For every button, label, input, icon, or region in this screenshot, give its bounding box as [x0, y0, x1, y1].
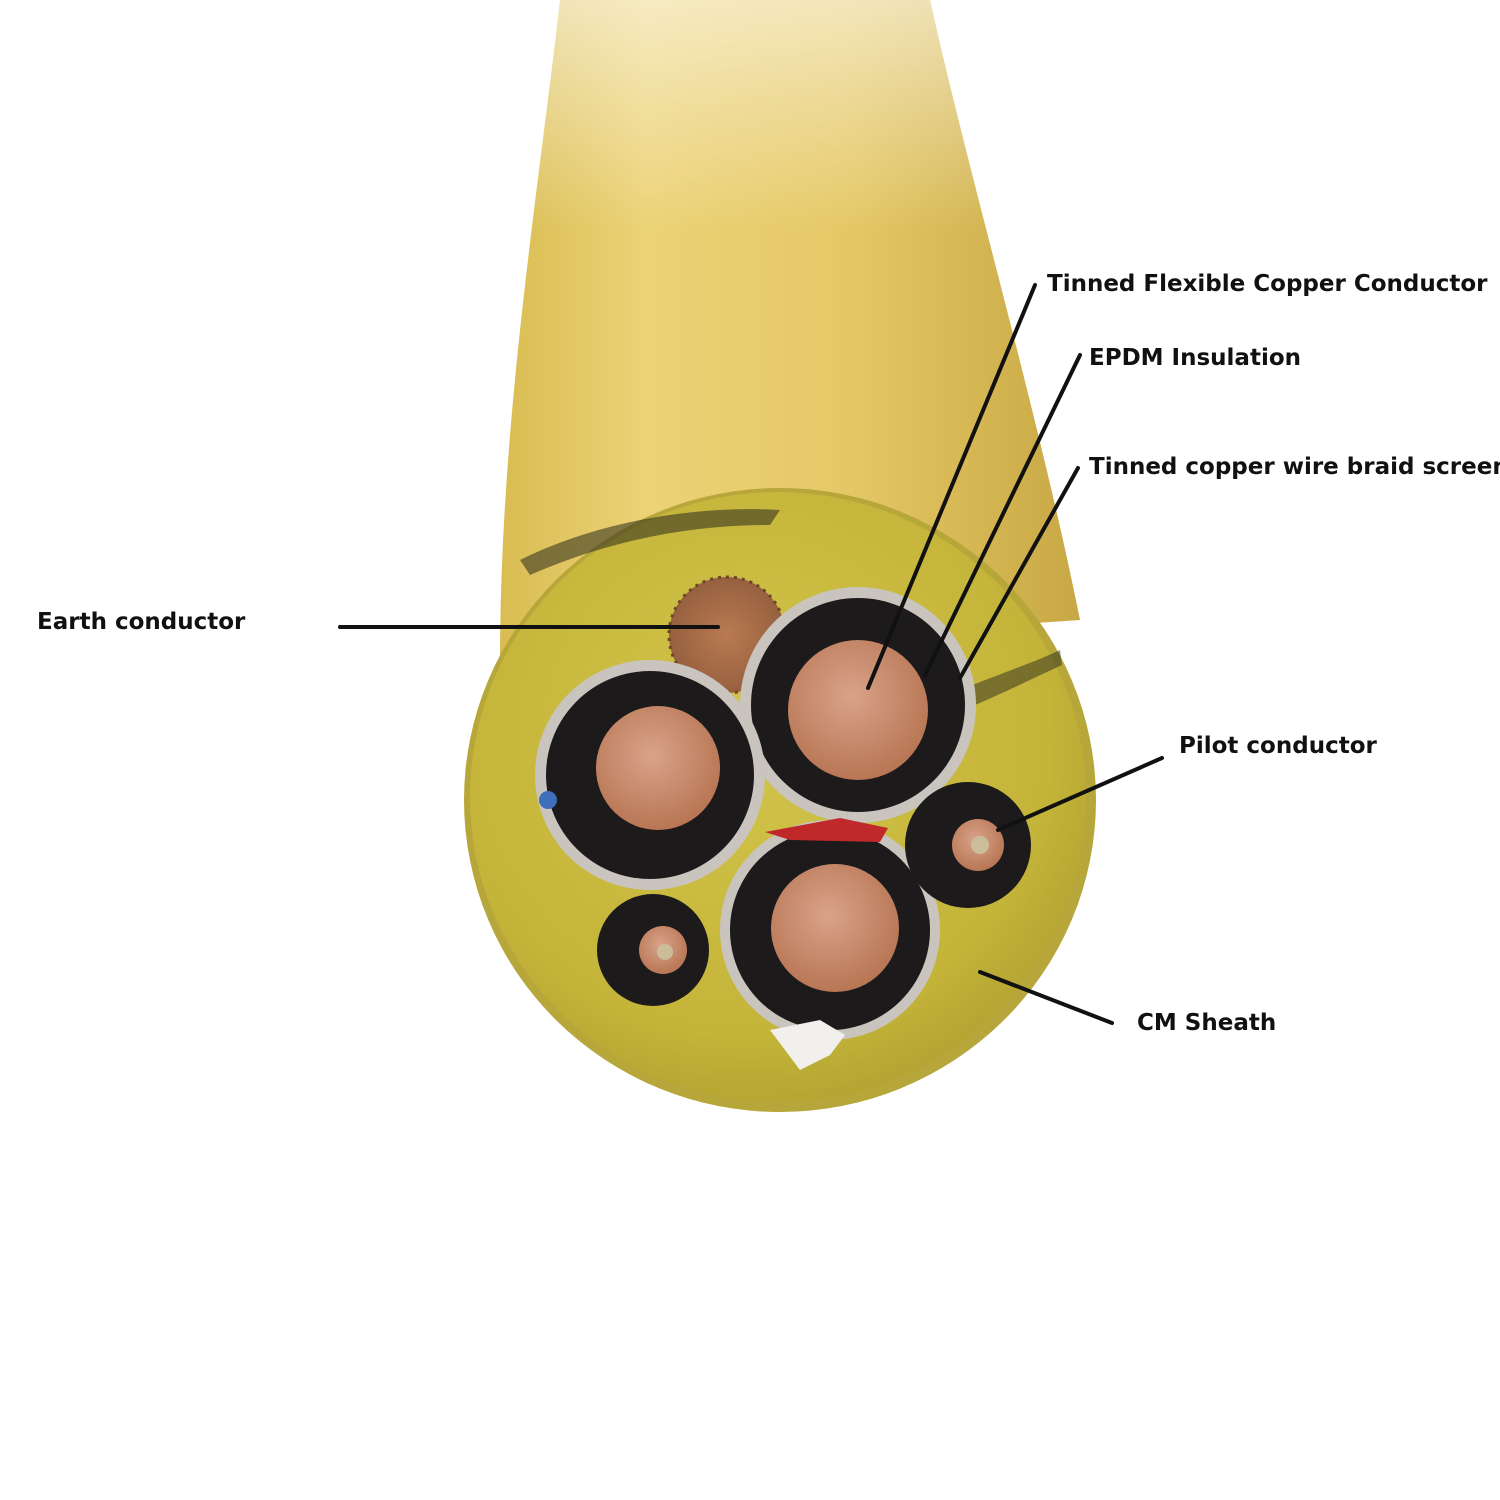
pilot-conductor-left-center: [657, 944, 673, 960]
filler-red: [765, 818, 888, 842]
label-pilot-conductor: Pilot conductor: [1179, 733, 1377, 759]
filler-white: [770, 1020, 845, 1070]
sheath-smudge: [960, 650, 1062, 705]
callout-line-epdm-insulation: [923, 353, 1082, 677]
label-tinned-copper-wire-braid-screen: Tinned copper wire braid screen: [1089, 454, 1500, 480]
callout-lines: [338, 283, 1164, 1025]
copper-conductor-core-top: [788, 640, 928, 780]
callout-line-cm-sheath: [978, 970, 1114, 1025]
cable-body-highlight: [500, 0, 1080, 660]
copper-conductor-core-bottom: [771, 864, 899, 992]
pilot-conductor-right-center: [971, 836, 989, 854]
sheath-smudge: [520, 509, 780, 575]
label-cm-sheath: CM Sheath: [1137, 1010, 1277, 1036]
label-earth-conductor: Earth conductor: [37, 609, 246, 635]
label-tinned-flexible-copper-conductor: Tinned Flexible Copper Conductor: [1047, 271, 1488, 297]
filler-blue: [539, 791, 557, 809]
copper-conductor-core-left: [596, 706, 720, 830]
callout-line-tinned-flexible-copper-conductor: [866, 283, 1037, 690]
label-epdm-insulation: EPDM Insulation: [1089, 345, 1302, 371]
callout-line-braid-screen: [958, 466, 1080, 680]
callout-line-pilot-conductor: [996, 756, 1164, 832]
